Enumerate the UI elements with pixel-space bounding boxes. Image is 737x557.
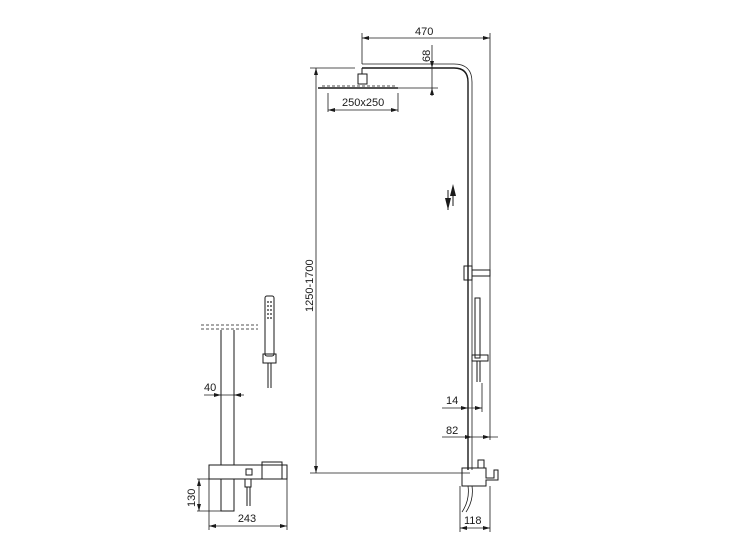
dim-243-label: 243 xyxy=(238,513,256,525)
slide-arrows-icon xyxy=(445,184,456,210)
head-connector xyxy=(357,73,368,85)
dimension-243: 243 xyxy=(208,479,288,530)
dim-118-label: 118 xyxy=(464,515,482,527)
hose xyxy=(461,485,469,513)
dimension-40: 40 xyxy=(204,382,244,397)
dimension-130: 130 xyxy=(186,478,221,512)
dim-40-label: 40 xyxy=(204,382,216,394)
dimension-470: 470 xyxy=(361,26,491,440)
dimension-68: 68 xyxy=(398,45,438,96)
shower-arm xyxy=(362,67,469,83)
dim-130-label: 130 xyxy=(186,489,198,507)
hand-shower-holder-front xyxy=(262,353,277,364)
tub-mixer-handle xyxy=(261,461,283,480)
dim-14-label: 14 xyxy=(446,395,458,407)
hand-shower-front xyxy=(264,295,275,357)
tub-spout xyxy=(244,478,252,488)
dim-1250-1700-label: 1250-1700 xyxy=(304,259,316,312)
nozzle-dots-icon xyxy=(267,301,272,319)
shower-column-front-view xyxy=(318,63,499,513)
thermostatic-mixer xyxy=(461,467,499,487)
dim-250x250-label: 250x250 xyxy=(342,97,384,109)
shower-arm-edge xyxy=(362,63,473,83)
dimension-82: 82 xyxy=(442,425,498,439)
hand-shower-body xyxy=(474,297,481,359)
tub-mixer-body xyxy=(208,464,288,480)
dim-470-label: 470 xyxy=(415,26,433,38)
dimension-250x250: 250x250 xyxy=(327,93,399,112)
dimension-14: 14 xyxy=(442,383,483,412)
dimension-1250-1700: 1250-1700 xyxy=(304,67,470,474)
dim-68-label: 68 xyxy=(421,50,433,62)
slider-arm xyxy=(471,269,491,277)
dimension-118: 118 xyxy=(459,486,491,532)
dim-82-label: 82 xyxy=(446,425,458,437)
tub-mixer-view xyxy=(201,295,288,512)
tub-mixer-base xyxy=(220,478,235,512)
